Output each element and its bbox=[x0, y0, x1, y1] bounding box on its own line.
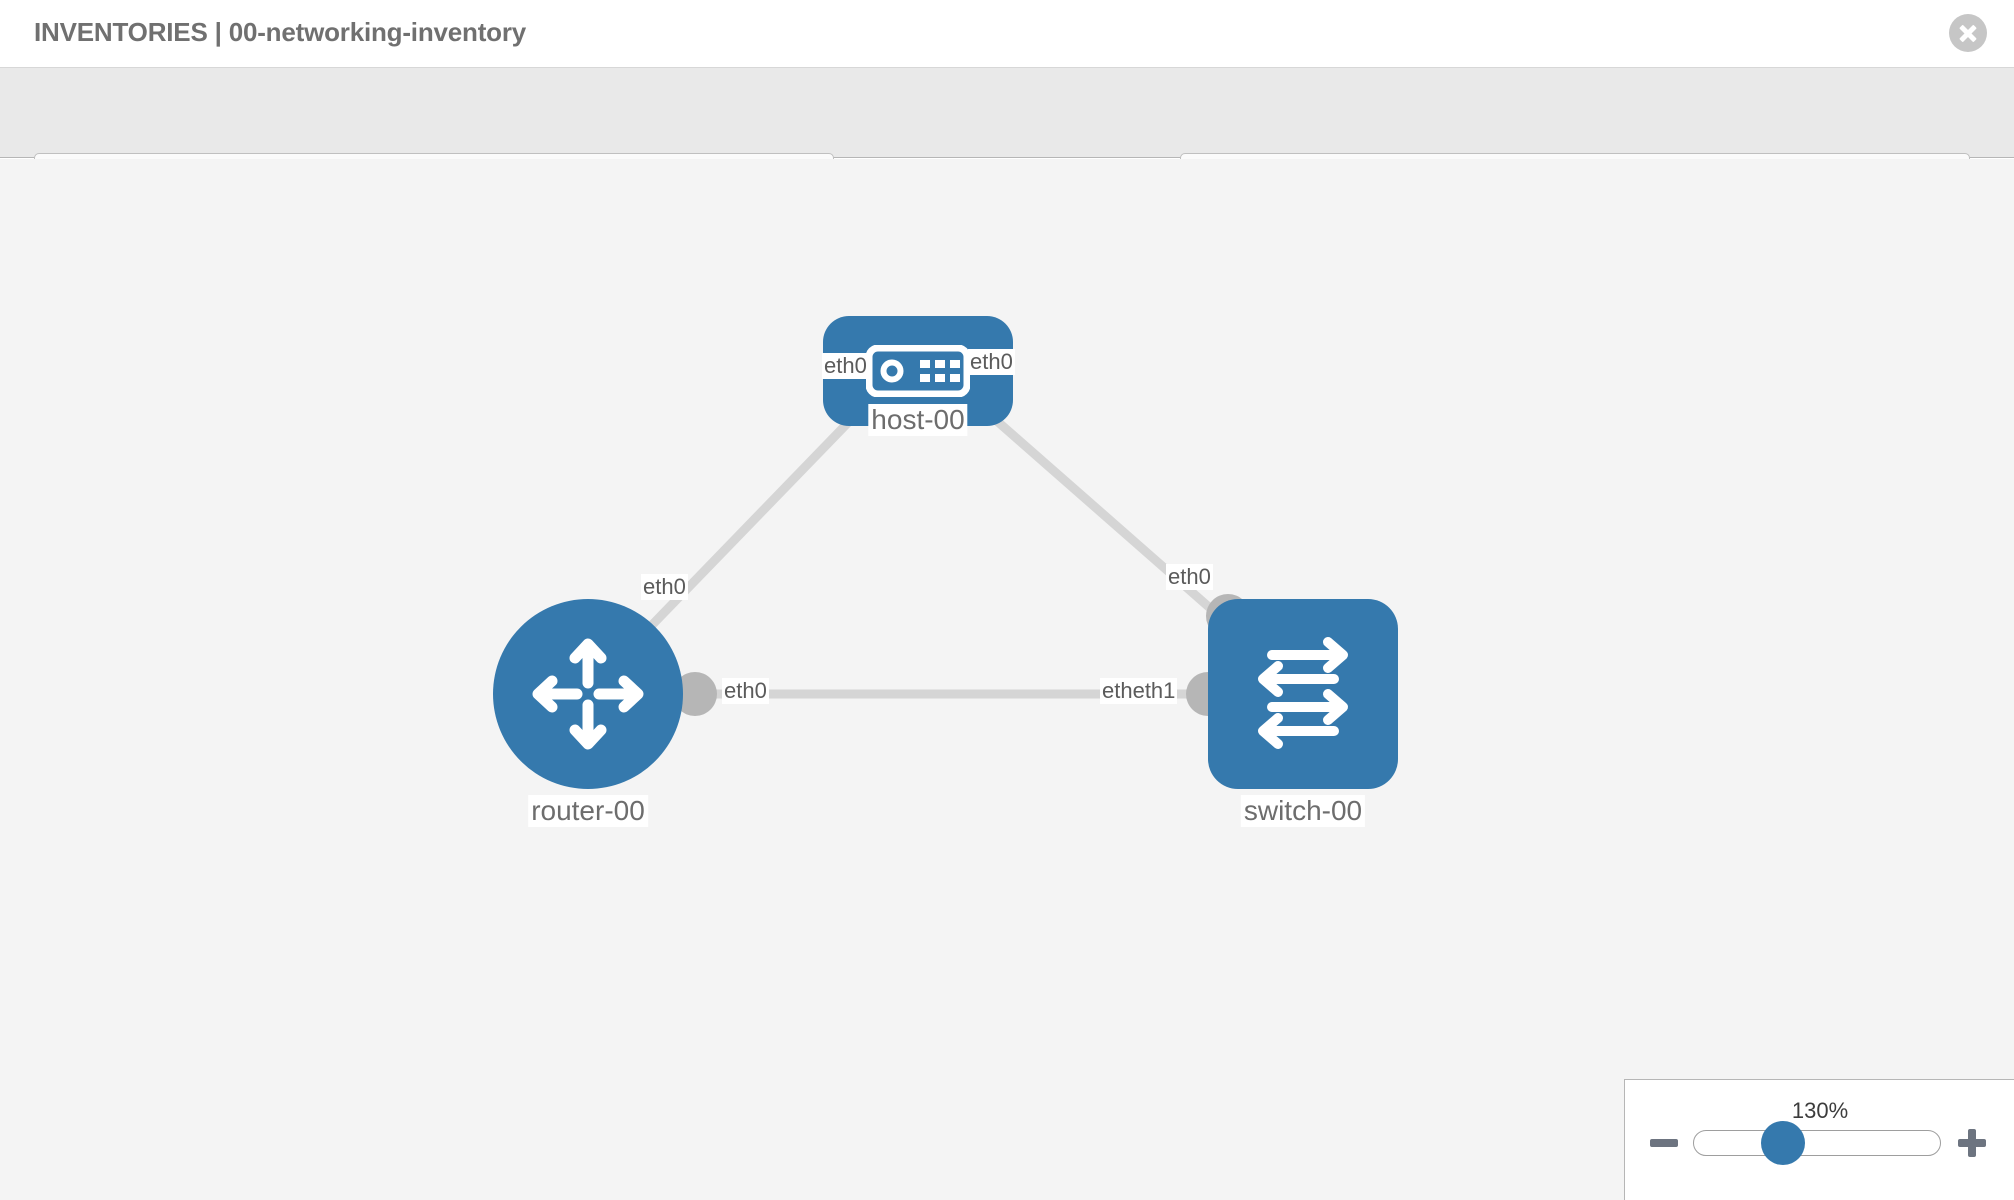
topology-node-router-00[interactable]: router-00 bbox=[493, 599, 683, 839]
node-label-router-00: router-00 bbox=[528, 795, 648, 827]
edge-label-host-right-eth0: eth0 bbox=[968, 349, 1015, 375]
topology-canvas[interactable]: host-00 router-00 bbox=[0, 159, 2014, 1200]
router-node-shape[interactable] bbox=[493, 599, 683, 789]
edge-label-switch-left-eth1: etheth1 bbox=[1100, 678, 1178, 704]
edge-label-host-left-eth0: eth0 bbox=[822, 353, 869, 379]
switch-node-shape[interactable] bbox=[1208, 599, 1398, 789]
node-label-switch-00: switch-00 bbox=[1240, 795, 1366, 827]
node-label-host-00: host-00 bbox=[868, 404, 968, 436]
zoom-level-label: 130% bbox=[1791, 1098, 1849, 1123]
zoom-slider-thumb[interactable] bbox=[1761, 1121, 1805, 1165]
switch-arrows-icon bbox=[1258, 637, 1348, 749]
minus-icon[interactable] bbox=[1647, 1126, 1681, 1160]
page-title: INVENTORIES | 00-networking-inventory bbox=[34, 17, 527, 47]
zoom-slider-track[interactable] bbox=[1693, 1130, 1941, 1156]
edge-label-router-right-eth0: eth0 bbox=[722, 678, 769, 704]
edge-label-switch-upper-eth0: eth0 bbox=[1166, 564, 1213, 590]
router-arrows-icon bbox=[532, 638, 644, 750]
page-header: INVENTORIES | 00-networking-inventory bbox=[0, 0, 2014, 68]
zoom-control-panel: 130% bbox=[1624, 1079, 2014, 1200]
topology-node-host-00[interactable]: host-00 bbox=[823, 316, 1013, 446]
close-icon[interactable] bbox=[1949, 14, 1987, 52]
topology-node-switch-00[interactable]: switch-00 bbox=[1208, 599, 1398, 839]
edge-label-router-upper-eth0: eth0 bbox=[641, 574, 688, 600]
server-icon bbox=[866, 345, 970, 397]
toolbar: ACTIONS SEARCH bbox=[0, 68, 2014, 209]
plus-icon[interactable] bbox=[1955, 1126, 1989, 1160]
